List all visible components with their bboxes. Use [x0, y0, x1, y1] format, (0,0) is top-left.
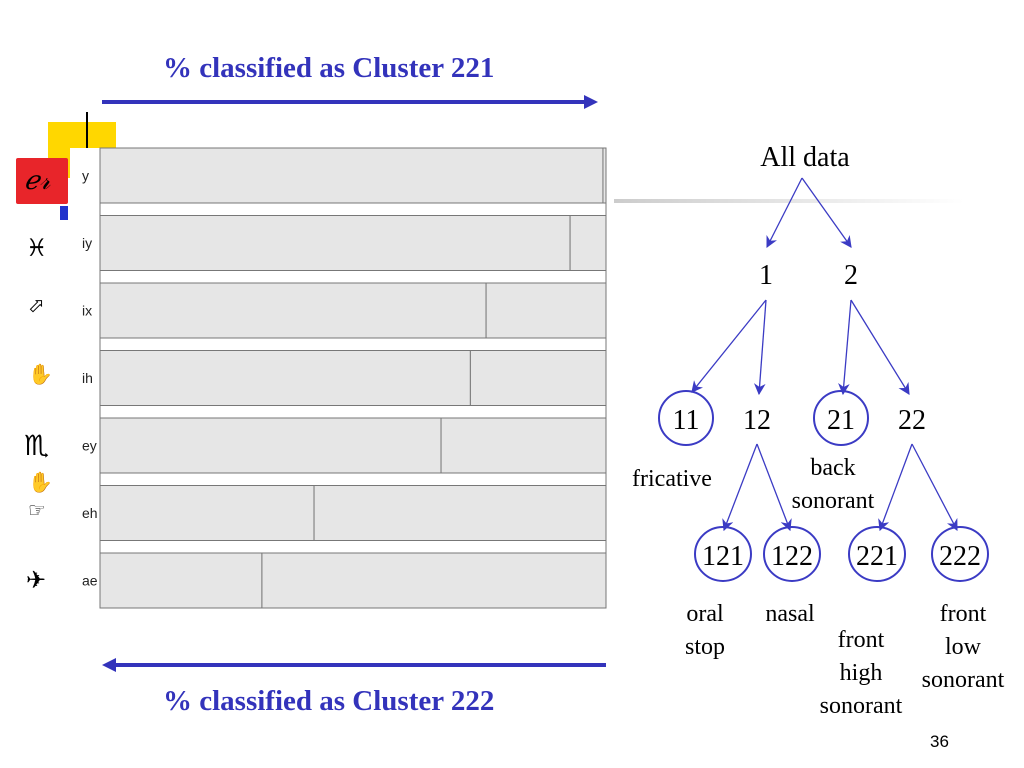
row-label-eh: eh: [82, 505, 98, 521]
edge-n12-n121: [722, 443, 758, 532]
node-n121: 121: [702, 541, 744, 572]
decor-gradient-line: [614, 199, 964, 203]
circle-n21: [813, 390, 869, 446]
hand-icon-2: ✋: [28, 470, 53, 494]
pisces-icon: ♓: [26, 234, 48, 262]
bar-cluster-222-ey: [440, 417, 607, 474]
hand-icon-1: ✋: [28, 362, 53, 386]
bar-cluster-222-ix: [485, 282, 607, 339]
bar-cluster-221-ix: [99, 282, 487, 339]
node-n222: 222: [939, 541, 981, 572]
row-label-ih: ih: [82, 370, 93, 386]
edge-n1-n12: [753, 299, 767, 396]
edge-n12-n122: [756, 443, 792, 532]
decor-blue-square: [60, 206, 68, 220]
row-label-ix: ix: [82, 303, 92, 319]
header-top: % classified as Cluster 221: [163, 52, 495, 84]
node-n12: 12: [743, 405, 771, 436]
scorpio-icon: ♏: [24, 429, 50, 462]
node-n22: 22: [898, 405, 926, 436]
edge-n2-n22: [850, 299, 910, 395]
circle-n222: [931, 526, 989, 582]
circle-n121: [694, 526, 752, 582]
edge-n22-n222: [911, 443, 958, 532]
edge-n1-n11: [691, 299, 767, 393]
label-nasal: nasal: [765, 601, 815, 627]
node-n122: 122: [771, 541, 813, 572]
bar-cluster-221-ae: [99, 552, 263, 609]
label-fricative: fricative: [632, 466, 712, 492]
node-n221: 221: [856, 541, 898, 572]
edge-root-n2: [801, 177, 852, 248]
node-root: All data: [760, 142, 850, 173]
arrow-icon: ⬀: [28, 293, 45, 317]
decor-red-square: [16, 158, 68, 204]
header-bottom: % classified as Cluster 222: [163, 685, 495, 717]
pointing-hand-icon: ☞: [28, 498, 46, 522]
row-label-y: y: [82, 168, 89, 184]
edge-root-n1: [766, 177, 803, 249]
node-n21: 21: [827, 405, 855, 436]
bar-cluster-222-y: [602, 147, 607, 204]
row-label-ey: ey: [82, 438, 97, 454]
scorpio-glyph: ℯ𝓇: [24, 166, 51, 196]
bar-cluster-222-iy: [569, 215, 607, 271]
bar-cluster-222-eh: [313, 485, 607, 541]
slide-number: 36: [930, 732, 949, 751]
bar-cluster-222-ih: [469, 350, 607, 406]
row-label-ae: ae: [82, 573, 98, 589]
decor-vertical-line: [86, 112, 88, 150]
circle-n11: [658, 390, 714, 446]
node-n1: 1: [759, 260, 773, 291]
node-n2: 2: [844, 260, 858, 291]
bar-cluster-221-iy: [99, 215, 571, 271]
bar-cluster-221-ey: [99, 417, 442, 474]
circle-n122: [763, 526, 821, 582]
edge-n22-n221: [878, 443, 913, 532]
bar-cluster-222-ae: [261, 552, 607, 609]
edge-n2-n21: [838, 299, 852, 396]
node-n11: 11: [673, 405, 700, 436]
bar-cluster-221-y: [99, 147, 604, 204]
circle-n221: [848, 526, 906, 582]
row-label-iy: iy: [82, 235, 92, 251]
airplane-icon: ✈: [26, 566, 47, 594]
